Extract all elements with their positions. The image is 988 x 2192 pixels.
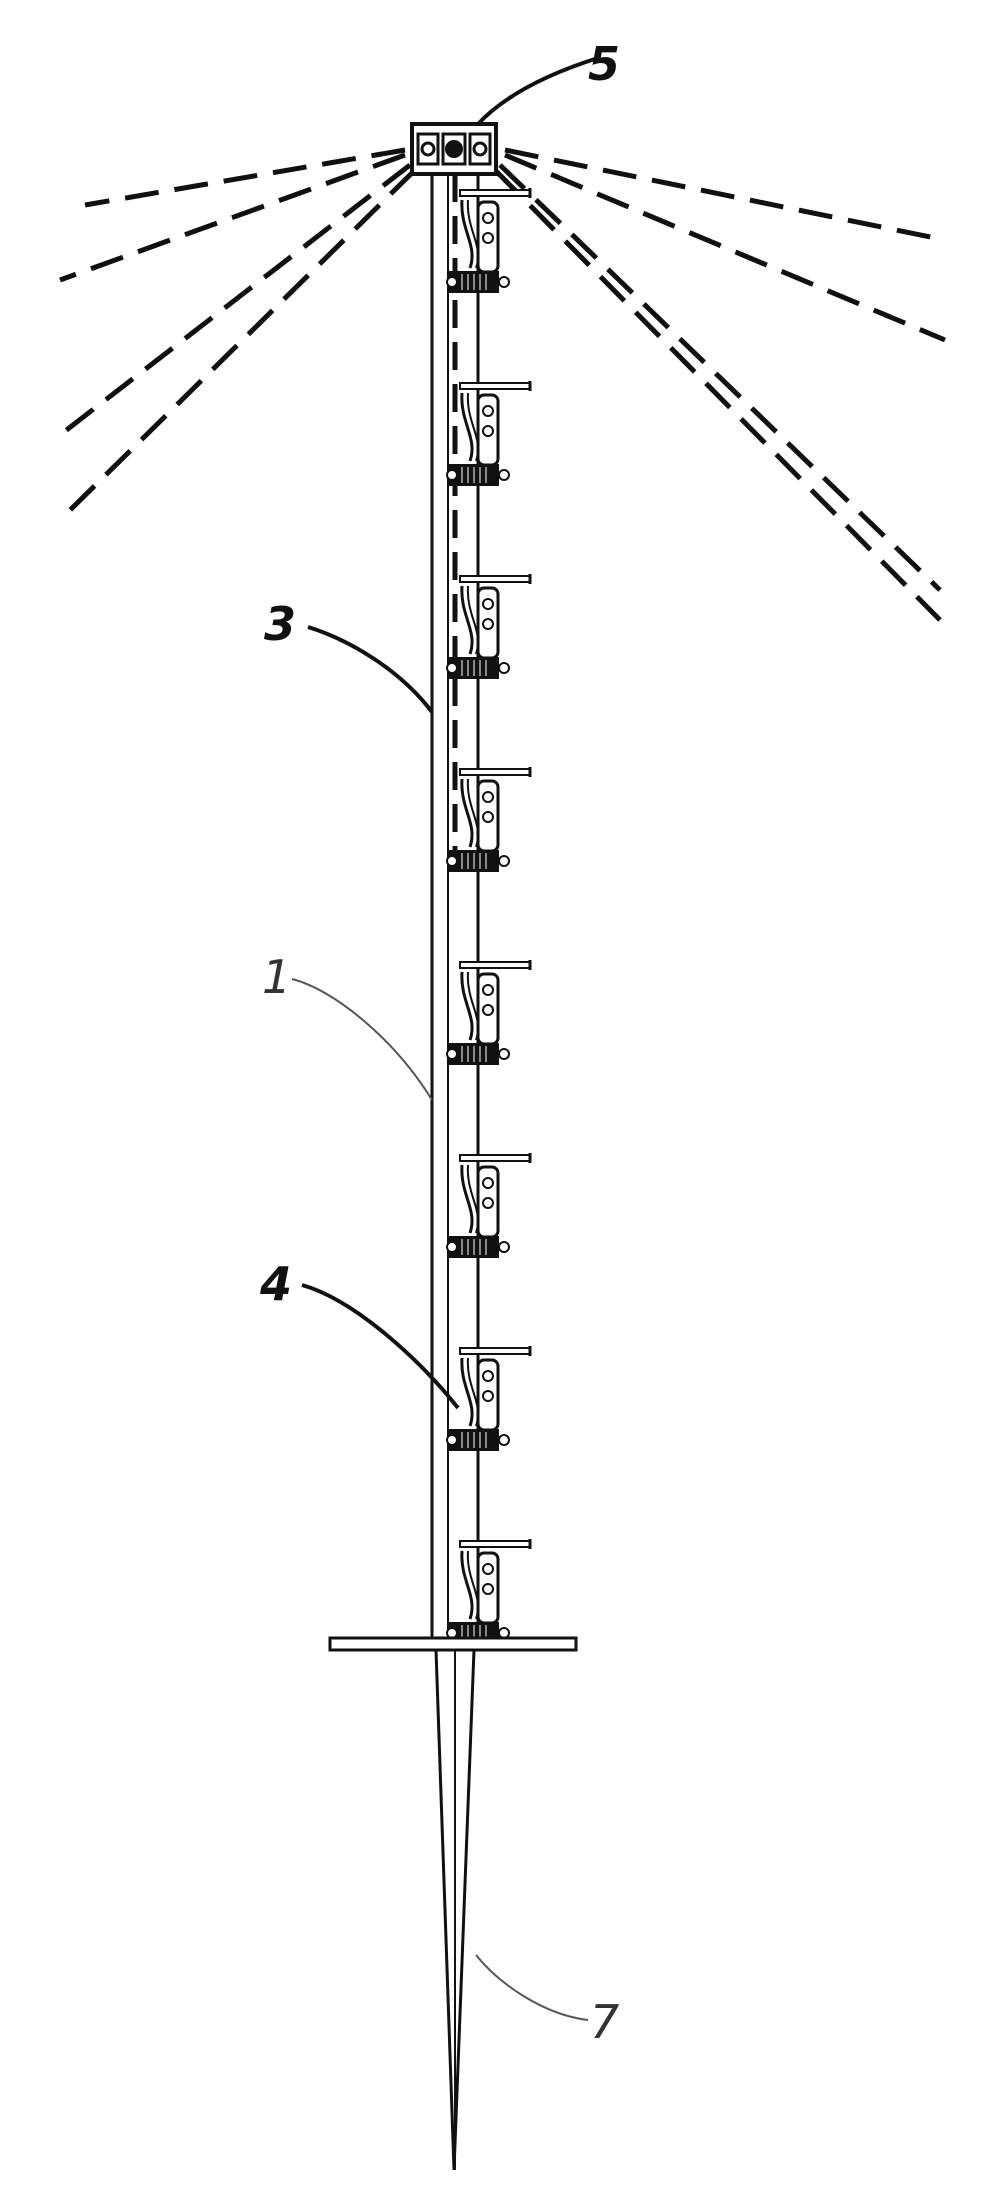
housing-lens-left (420, 141, 436, 157)
module-screw-right (498, 855, 510, 867)
module-wire (460, 585, 474, 655)
module-screw-right (498, 276, 510, 288)
callout-labels: 5 3 1 4 7 (259, 37, 620, 2049)
pole-module (446, 767, 532, 872)
module-screw-left (446, 662, 458, 674)
pole-module (446, 188, 532, 293)
pole-module (446, 1346, 532, 1451)
module-screw-right (498, 1048, 510, 1060)
module-screw-right (498, 1241, 510, 1253)
module-hole-lower (482, 1004, 494, 1016)
pole-module (446, 1539, 532, 1644)
module-wire-2 (466, 778, 479, 848)
module-hole-lower (482, 811, 494, 823)
module-wire-2 (466, 1357, 479, 1427)
leader-4 (301, 1283, 460, 1410)
module-hole-lower (482, 618, 494, 630)
module-screw-left (446, 469, 458, 481)
beam-left-2 (59, 152, 406, 283)
module-arm (459, 768, 531, 776)
module-wire-2 (466, 392, 479, 462)
module-arm (459, 382, 531, 390)
module-hole-upper (482, 405, 494, 417)
module-hole-lower (482, 425, 494, 437)
module-wire (460, 1164, 474, 1234)
module-arm (459, 961, 531, 969)
housing-lens-center (445, 140, 463, 158)
beam-right-3 (498, 163, 942, 592)
pole-module (446, 1153, 532, 1258)
module-screw-left (446, 855, 458, 867)
callout-5: 5 (588, 37, 620, 91)
module-hole-upper (482, 1177, 494, 1189)
callout-4: 4 (259, 1257, 292, 1311)
beam-right-2 (504, 152, 946, 343)
module-screw-right (498, 1434, 510, 1446)
pole-module (446, 381, 532, 486)
module-wire (460, 199, 474, 269)
module-screw-left (446, 1048, 458, 1060)
module-wire (460, 392, 474, 462)
callout-3: 3 (264, 597, 296, 651)
module-arm (459, 1347, 531, 1355)
beam-left-4 (58, 168, 417, 522)
module-wire (460, 1550, 474, 1620)
leader-lines (291, 56, 599, 2021)
module-arm (459, 189, 531, 197)
module-hole-upper (482, 212, 494, 224)
leader-5 (476, 56, 599, 126)
beam-left-1 (84, 147, 406, 208)
beam-left-3 (58, 163, 412, 437)
beam-right-4 (493, 168, 942, 622)
module-arm (459, 1540, 531, 1548)
module-hole-lower (482, 1390, 494, 1402)
module-wire (460, 1357, 474, 1427)
module-hole-upper (482, 984, 494, 996)
module-wire-2 (466, 1550, 479, 1620)
callout-7: 7 (590, 1995, 619, 2049)
leader-3 (307, 625, 434, 714)
light-beams (58, 147, 946, 622)
module-hole-lower (482, 1197, 494, 1209)
module-hole-upper (482, 1370, 494, 1382)
module-screw-left (446, 1434, 458, 1446)
module-arm (459, 575, 531, 583)
module-screw-right (498, 469, 510, 481)
module-hole-lower (482, 232, 494, 244)
base-plate (328, 1636, 578, 1652)
housing-lens-right (472, 141, 488, 157)
leader-7 (475, 1954, 589, 2021)
module-hole-upper (482, 598, 494, 610)
pole-module (446, 574, 532, 679)
module-screw-right (498, 662, 510, 674)
leader-1 (291, 978, 433, 1101)
module-wire (460, 971, 474, 1041)
module-wire-2 (466, 1164, 479, 1234)
module-screw-left (446, 1241, 458, 1253)
ground-spike (434, 1649, 476, 2171)
module-wire-2 (466, 199, 479, 269)
pole-modules (446, 188, 532, 1644)
module-hole-upper (482, 1563, 494, 1575)
module-wire (460, 778, 474, 848)
module-wire-2 (466, 585, 479, 655)
module-wire-2 (466, 971, 479, 1041)
module-hole-upper (482, 791, 494, 803)
module-hole-lower (482, 1583, 494, 1595)
beam-right-1 (504, 147, 946, 243)
top-housing (410, 122, 498, 176)
module-arm (459, 1154, 531, 1162)
module-screw-left (446, 276, 458, 288)
callout-1: 1 (262, 950, 291, 1004)
pole-module (446, 960, 532, 1065)
